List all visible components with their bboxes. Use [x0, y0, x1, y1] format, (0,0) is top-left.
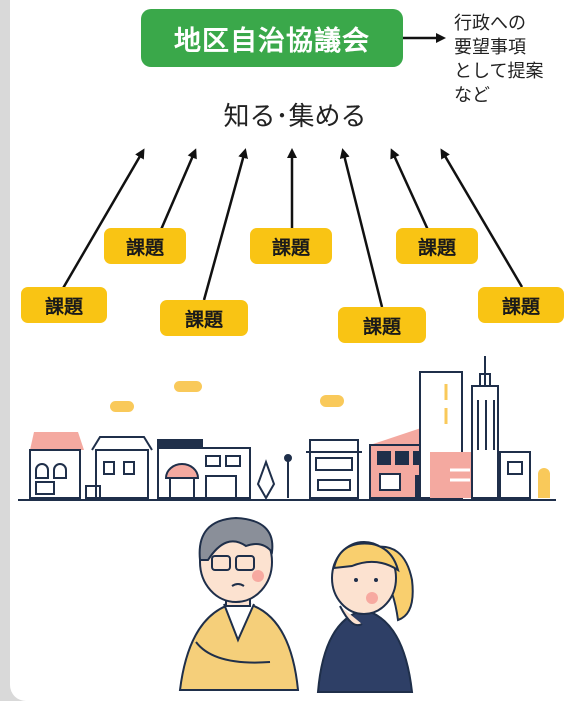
worried-man-illustration: [178, 516, 300, 691]
issue-badge: 課題: [160, 300, 248, 336]
cloud-icons: [110, 381, 344, 412]
proposal-note-line: 行政への: [454, 13, 526, 34]
issue-badge: 課題: [104, 228, 186, 264]
proposal-note-line: 要望事項: [454, 37, 526, 58]
issue-arrow-7: [440, 148, 524, 288]
proposal-note-line: など: [454, 85, 490, 106]
thinking-woman-illustration: [316, 541, 414, 693]
content-panel: [10, 0, 570, 701]
council-box: 地区自治協議会: [141, 9, 403, 67]
issue-arrow-3: [202, 148, 248, 301]
collect-label: 知る･集める: [223, 102, 367, 132]
issue-badge: 課題: [21, 287, 107, 323]
issue-arrows: [60, 148, 524, 308]
issue-arrow-1: [60, 148, 145, 291]
issue-badge: 課題: [478, 287, 564, 323]
issue-badge: 課題: [250, 228, 332, 264]
issue-badge: 課題: [338, 307, 426, 343]
issue-arrow-2: [158, 148, 197, 233]
issue-arrow-5: [339, 148, 384, 308]
proposal-note: 行政への 要望事項 として提案 など: [454, 12, 564, 108]
issue-badge: 課題: [396, 228, 478, 264]
town-skyline-illustration: [18, 356, 556, 501]
proposal-note-line: として提案: [454, 61, 544, 82]
issue-arrow-6: [390, 148, 430, 231]
